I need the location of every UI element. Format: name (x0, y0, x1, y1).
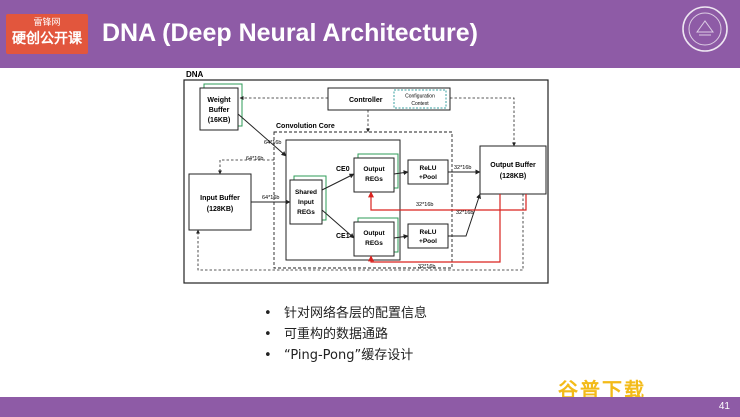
relu-pool-ce0-line2: +Pool (419, 174, 437, 181)
configuration-context-line1: Configuration (405, 94, 435, 100)
weight-buffer-line3: (16KB) (208, 117, 231, 124)
shared-input-regs-line3: REGs (297, 209, 315, 216)
relu-pool-ce1-line2: +Pool (419, 238, 437, 245)
output-regs-ce1-line1: Output (363, 230, 385, 237)
page-number: 41 (718, 401, 730, 412)
title-bar: 雷锋网 硬创公开课 DNA (Deep Neural Architecture) (0, 0, 740, 68)
configuration-context-box (393, 89, 447, 109)
logo-line2: 硬创公开课 (12, 31, 82, 47)
bullet-item: • 针对网络各层的配置信息 (262, 303, 427, 324)
weight-buffer-line1: Weight (207, 97, 231, 104)
bullet-dot: • (264, 348, 272, 363)
bullet-dot: • (264, 306, 272, 321)
control-lines (196, 96, 524, 271)
footer-bar: 41 (0, 397, 740, 417)
output-buffer-line2: (128KB) (500, 173, 526, 180)
output-regs-ce0-line1: Output (363, 166, 385, 173)
bus-label-weight: 64*16b (264, 140, 281, 146)
input-buffer-line2: (128KB) (207, 206, 233, 213)
convolution-core-label: Convolution Core (276, 123, 335, 130)
dna-architecture-diagram: DNA Weight Buffer (16KB) Controller Conf… (183, 70, 549, 284)
bullet-item: • 可重构的数据通路 (262, 324, 427, 345)
controller-label: Controller (349, 97, 383, 104)
relu-pool-ce0-line1: ReLU (420, 165, 437, 172)
bus-label-middle: 32*16b (416, 202, 433, 208)
red-feedback-paths (368, 191, 527, 263)
bullet-text: 可重构的数据通路 (284, 327, 389, 342)
bus-label-bottom: 32*16b (418, 264, 435, 270)
slide-title: DNA (Deep Neural Architecture) (102, 19, 479, 47)
bus-label-weight-left: 64*16b (246, 156, 263, 162)
data-arrows (237, 113, 481, 240)
output-buffer (479, 145, 547, 195)
output-regs-ce1-line2: REGs (365, 240, 383, 247)
bus-label-relu-out: 32*16b (454, 165, 471, 171)
bus-label-input: 64*16b (262, 195, 279, 201)
shared-input-regs-line1: Shared (295, 189, 317, 196)
convolution-core-box (273, 131, 453, 269)
logo-line1: 雷锋网 (33, 18, 61, 28)
output-regs-ce0 (353, 157, 395, 193)
bullet-list: • 针对网络各层的配置信息 • 可重构的数据通路 • “Ping-Pong”缓存设计 (262, 303, 427, 366)
ce0-label: CE0 (336, 166, 350, 173)
bullet-item: • “Ping-Pong”缓存设计 (262, 345, 427, 366)
bullet-text: “Ping-Pong”缓存设计 (284, 348, 414, 363)
weight-buffer (199, 87, 239, 131)
input-buffer-line1: Input Buffer (200, 195, 240, 202)
weight-buffer-line2: Buffer (209, 107, 230, 114)
shared-input-regs (289, 179, 323, 225)
bullet-text: 针对网络各层的配置信息 (284, 306, 428, 321)
ce1-label: CE1 (336, 233, 350, 240)
relu-pool-ce1-line1: ReLU (420, 229, 437, 236)
output-regs-ce1 (353, 221, 395, 257)
university-seal-icon (682, 6, 728, 52)
logo: 雷锋网 硬创公开课 (6, 14, 88, 54)
output-regs-ce0-line2: REGs (365, 176, 383, 183)
configuration-context-line2: Context (411, 101, 429, 107)
output-buffer-line1: Output Buffer (490, 162, 536, 169)
bullet-dot: • (264, 327, 272, 342)
shared-input-regs-line2: Input (298, 199, 315, 206)
dna-label: DNA (186, 70, 204, 79)
bus-label-output-diag: 32*16b (456, 210, 473, 216)
input-buffer (188, 173, 252, 231)
